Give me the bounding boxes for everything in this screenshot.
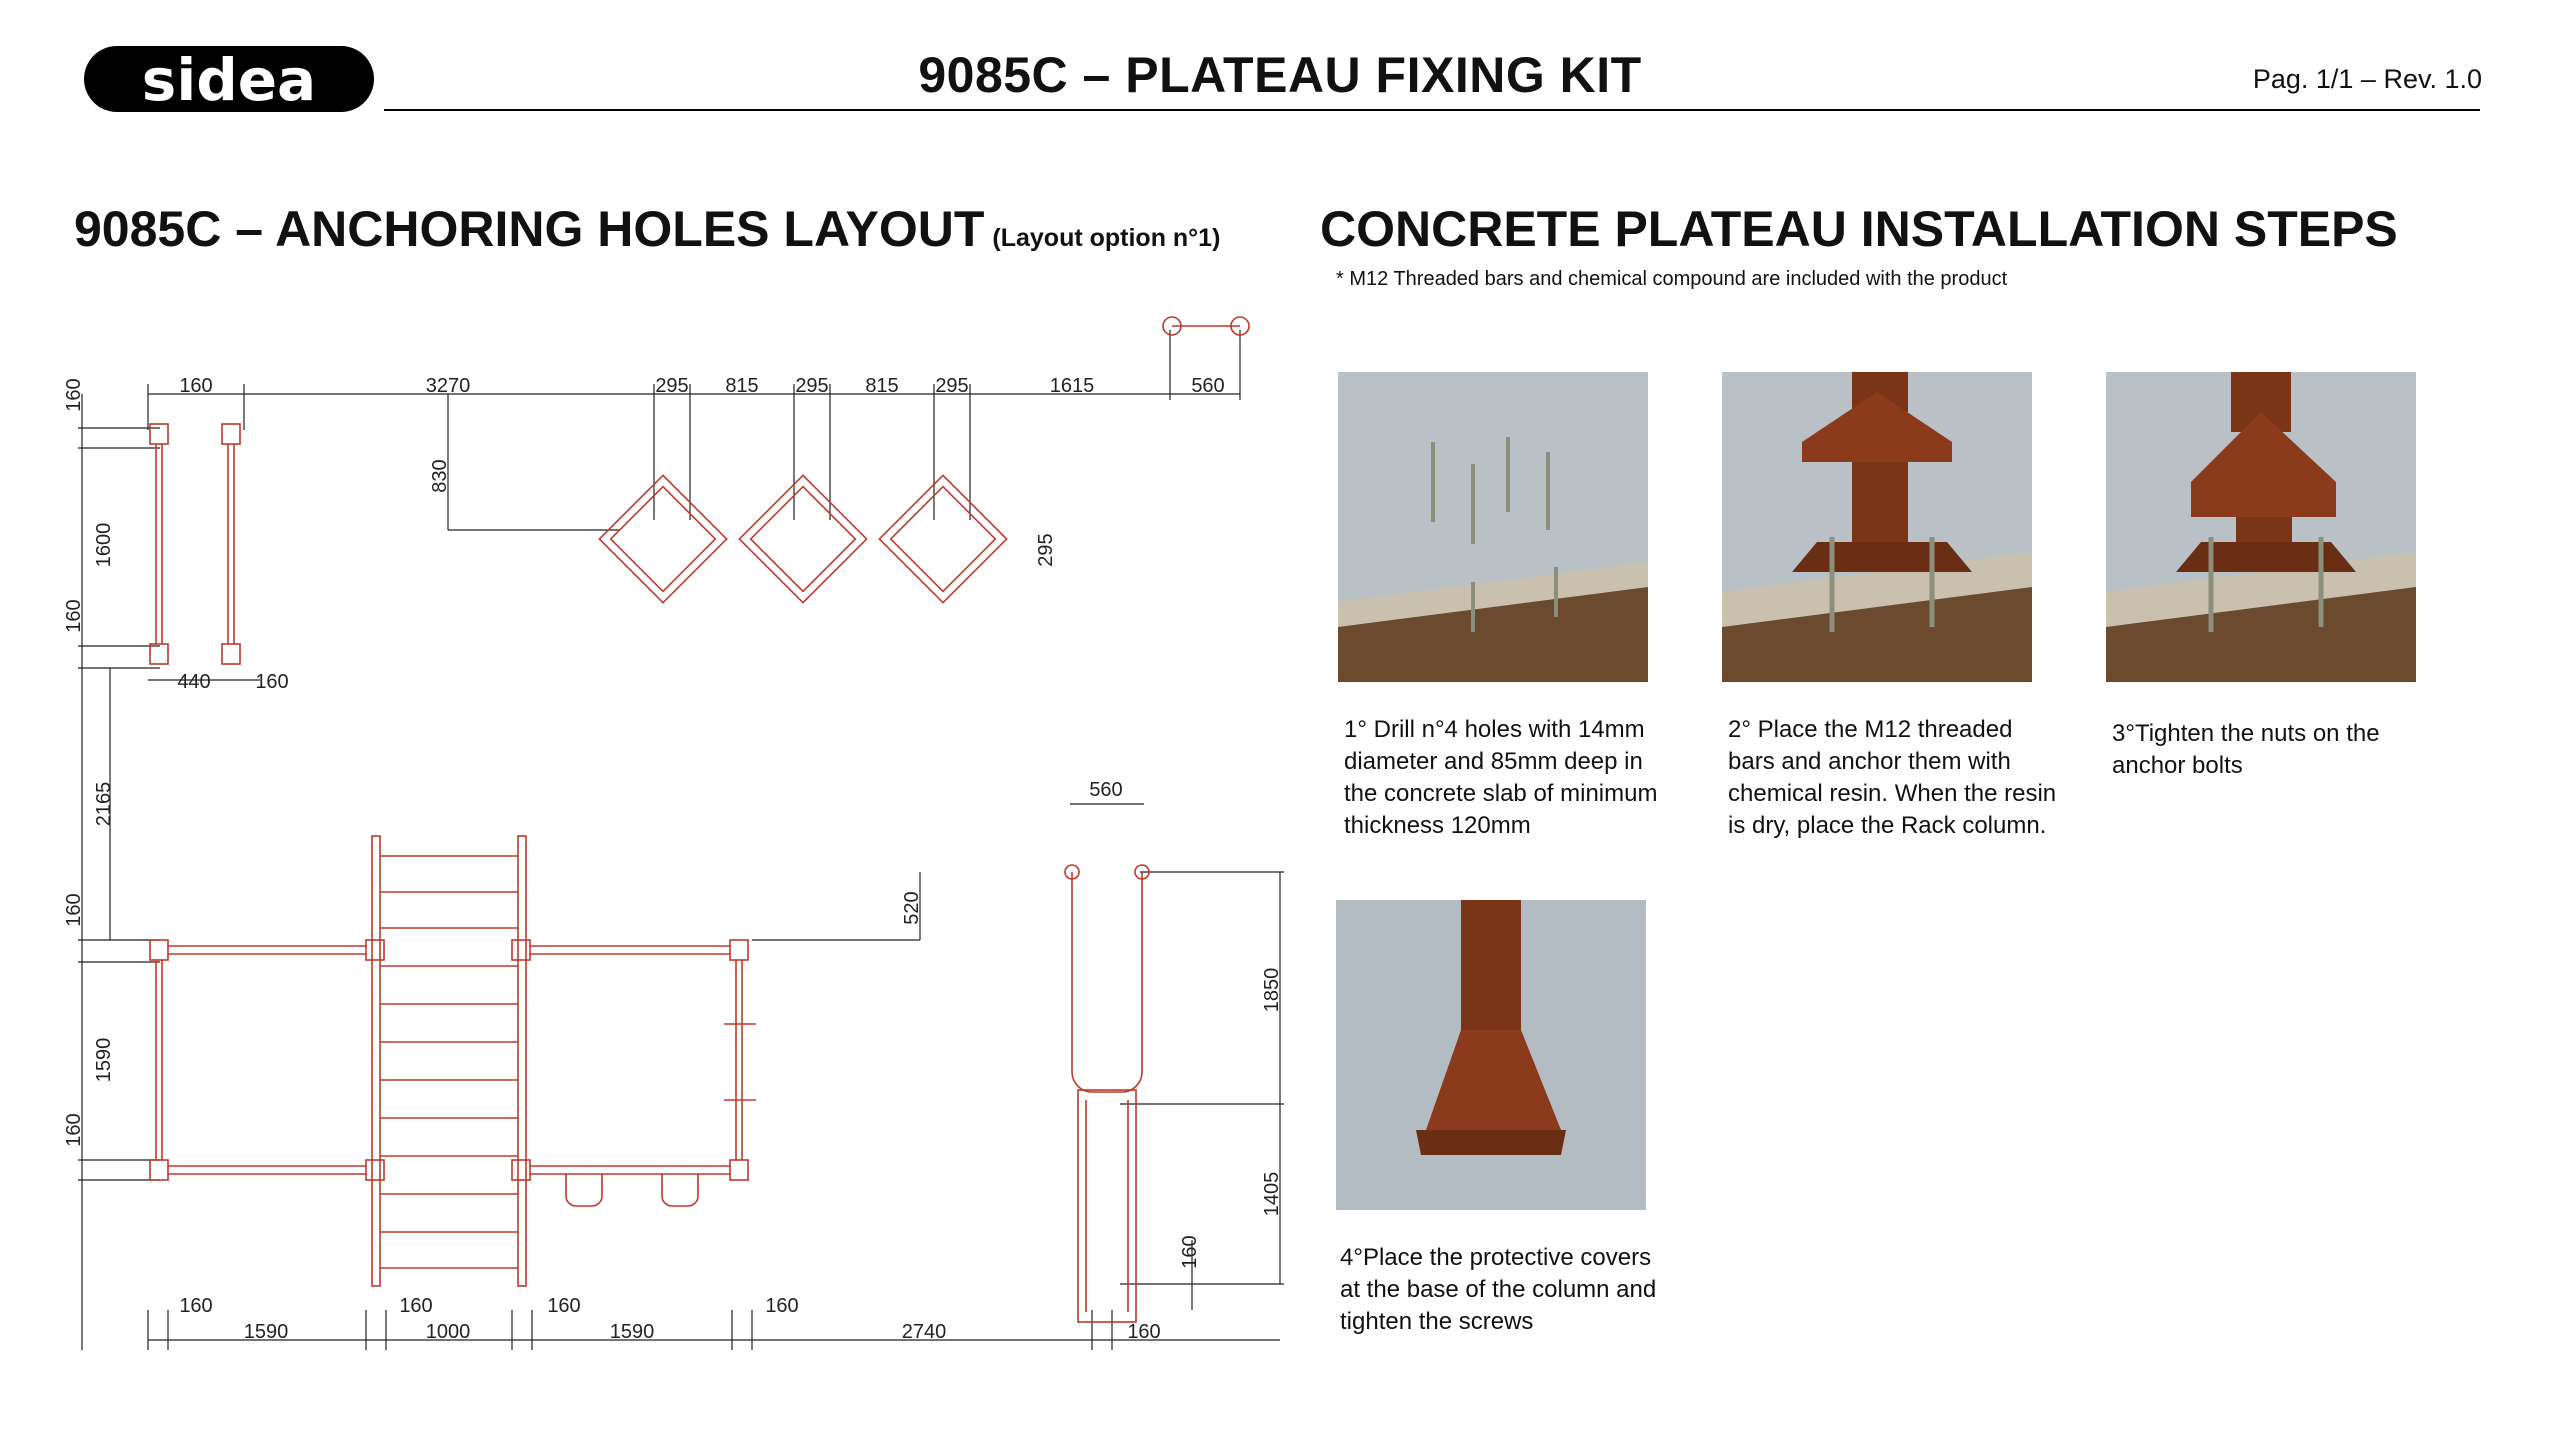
dim-label: 160	[63, 378, 85, 411]
dim-label: 1405	[1261, 1172, 1283, 1217]
dim-label: 160	[255, 671, 288, 693]
dim-label: 295	[795, 375, 828, 397]
dim-label: 160	[63, 1113, 85, 1146]
dim-label: 3270	[426, 375, 471, 397]
dim-label: 295	[1035, 533, 1057, 566]
dim-label: 1000	[426, 1321, 471, 1343]
dim-label: 160	[1127, 1321, 1160, 1343]
layout-title-text: 9085C – ANCHORING HOLES LAYOUT	[74, 201, 985, 257]
step-3-text: 3°Tighten the nuts on the anchor bolts	[2112, 720, 2380, 779]
dim-label: 1590	[93, 1038, 115, 1083]
dim-label: 160	[179, 375, 212, 397]
step-1-text: 1° Drill n°4 holes with 14mm diameter an…	[1344, 716, 1658, 839]
brand-logo: sidea	[84, 38, 374, 118]
dim-label: 2740	[902, 1321, 947, 1343]
dim-label: 1590	[244, 1321, 289, 1343]
document-title: 9085C – PLATEAU FIXING KIT	[918, 47, 1642, 103]
dim-label: 520	[901, 891, 923, 924]
dim-label: 160	[547, 1295, 580, 1317]
dim-label: 815	[725, 375, 758, 397]
dim-label: 160	[179, 1295, 212, 1317]
layout-section-title: 9085C – ANCHORING HOLES LAYOUT(Layout op…	[74, 200, 1220, 258]
dim-label: 1615	[1050, 375, 1095, 397]
step-2-photo	[1722, 372, 2032, 682]
dim-label: 815	[865, 375, 898, 397]
step-1-photo	[1338, 372, 1648, 682]
dim-label: 160	[1179, 1235, 1201, 1268]
dim-label: 440	[177, 671, 210, 693]
dim-label: 160	[765, 1295, 798, 1317]
dim-label: 1850	[1261, 968, 1283, 1013]
step-2-text: 2° Place the M12 threaded bars and ancho…	[1728, 716, 2057, 839]
dim-label: 160	[399, 1295, 432, 1317]
header-divider	[384, 109, 2480, 111]
step-3-photo	[2106, 372, 2416, 682]
dim-label: 2165	[93, 782, 115, 827]
layout-option-label: (Layout option n°1)	[992, 224, 1221, 252]
dim-label: 830	[429, 459, 451, 492]
dim-label: 295	[655, 375, 688, 397]
dim-label: 560	[1191, 375, 1224, 397]
page-revision: Pag. 1/1 – Rev. 1.0	[2252, 64, 2482, 94]
dim-label: 295	[935, 375, 968, 397]
brand-logo-text: sidea	[142, 46, 316, 114]
included-note: * M12 Threaded bars and chemical compoun…	[1336, 268, 2008, 290]
dim-label: 1590	[610, 1321, 655, 1343]
dim-label: 1600	[93, 523, 115, 568]
anchoring-layout-drawing: 160 3270 295 815 295 815 295 1615 560 16…	[63, 316, 1284, 1350]
dim-label: 160	[63, 893, 85, 926]
dim-label: 560	[1089, 779, 1122, 801]
step-4-photo	[1336, 900, 1646, 1210]
step-4-text: 4°Place the protective covers at the bas…	[1340, 1244, 1657, 1335]
installation-section-title: CONCRETE PLATEAU INSTALLATION STEPS	[1320, 201, 2398, 257]
dim-label: 160	[63, 599, 85, 632]
